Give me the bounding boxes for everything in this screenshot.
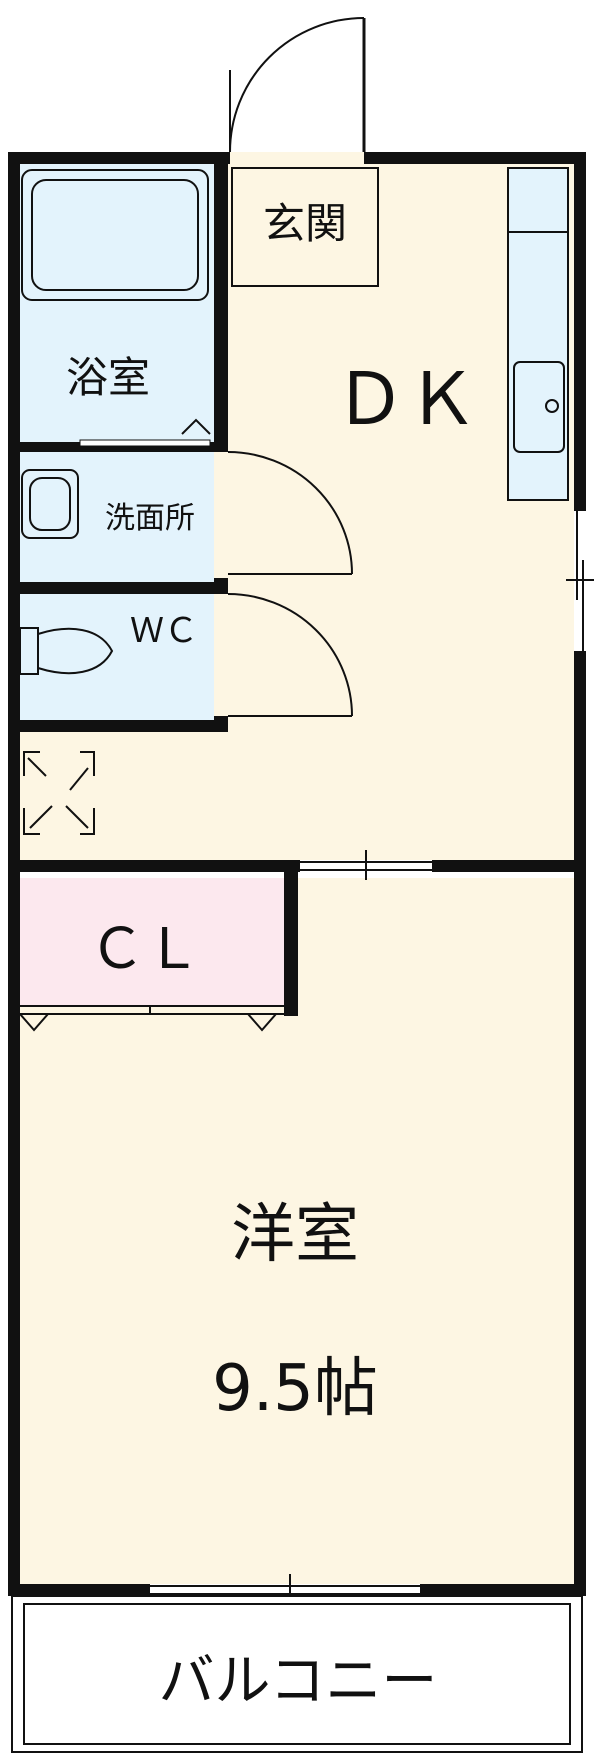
wc-label: ＷＣ [130,611,198,651]
wc-floor [15,594,220,720]
washroom-door-swing [227,451,353,575]
washroom-label: 洗面所 [105,501,195,536]
western-room-size: 9.5帖 [212,1352,378,1426]
sink-icon [513,361,565,453]
kitchen-counter [507,167,569,501]
closet-label: ＣＬ [89,917,201,982]
closet-floor [15,878,293,1006]
wc-door-swing [227,593,353,717]
genkan-label: 玄関 [263,199,347,248]
bathtub-icon [21,169,209,301]
toilet-icon [19,627,114,675]
bath-label: 浴室 [66,353,150,402]
balcony-label: バルコニー [159,1649,438,1714]
washbasin-icon [21,469,79,539]
washroom-floor [15,452,220,582]
dk-label: ＤＫ [334,357,478,441]
refrigerator-space-icon [23,751,95,835]
balcony-area [11,1595,583,1753]
genkan-area [231,167,379,287]
western-room-label: 洋室 [231,1198,359,1272]
entrance-door-swing [229,17,365,153]
